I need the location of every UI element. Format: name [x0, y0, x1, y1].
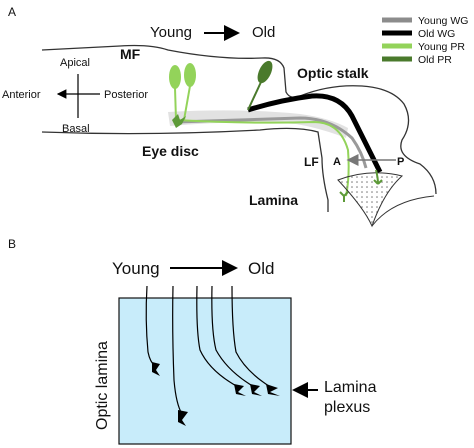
anterior-label: Anterior	[2, 89, 41, 101]
panel-b-young-label: Young	[112, 259, 160, 278]
lamina-growth-cone-1	[339, 191, 349, 202]
old-pr-stalk	[247, 81, 262, 111]
old-wg-path	[247, 93, 383, 174]
young-pr-cell-2	[184, 63, 196, 87]
panel-b-old-label: Old	[248, 259, 274, 278]
growth-cone-2	[178, 410, 188, 426]
legend-label-old-wg: Old WG	[418, 28, 455, 40]
legend-label-old-pr: Old PR	[418, 54, 452, 66]
axon-3	[196, 285, 241, 389]
legend-label-young-wg: Young WG	[418, 15, 468, 27]
optic-lamina-box	[118, 297, 292, 445]
legend: Young WG Old WG Young PR Old PR	[382, 15, 468, 66]
lamina-plexus-line-1: Lamina	[324, 379, 377, 396]
p-marker: P	[397, 156, 404, 168]
plexus-growth-cone-3	[266, 384, 280, 396]
axon-4	[211, 285, 257, 389]
young-pr-cell-1	[169, 65, 181, 89]
tissue-outline-lower	[41, 127, 329, 212]
optic-lamina-label: Optic lamina	[94, 341, 111, 430]
legend-label-young-pr: Young PR	[418, 41, 465, 53]
lamina-plexus-line-2: plexus	[324, 399, 370, 416]
basal-label: Basal	[62, 123, 90, 135]
lamina-label: Lamina	[249, 192, 298, 208]
plexus-growth-cone-2	[250, 384, 262, 396]
panel-b-label: B	[8, 237, 16, 251]
young-pr-axon	[175, 119, 350, 197]
axon-5	[231, 285, 273, 389]
apical-label: Apical	[60, 57, 90, 69]
mf-label: MF	[120, 46, 141, 62]
old-pr-axon	[375, 169, 379, 185]
growth-cone-1	[152, 362, 160, 376]
eye-disc-label: Eye disc	[142, 143, 199, 159]
lamina-region	[337, 172, 404, 228]
optic-stalk-label: Optic stalk	[297, 65, 369, 81]
lamina-plexus-label: Lamina plexus	[324, 379, 381, 416]
eye-disc-band	[168, 110, 348, 138]
lamina-lower	[371, 195, 435, 227]
young-pr-growth-cone	[172, 114, 186, 128]
young-wg-path	[175, 116, 368, 169]
panel-a-young-label: Young	[150, 24, 192, 41]
young-pr-stalk-2	[183, 85, 191, 121]
young-pr-stalk-1	[174, 87, 177, 121]
plexus-growth-cone-1	[234, 384, 246, 396]
lf-label: LF	[304, 155, 319, 169]
axon-2	[172, 285, 183, 415]
panel-a-old-label: Old	[252, 24, 275, 41]
a-marker: A	[333, 156, 341, 168]
tissue-outline	[41, 44, 437, 195]
old-pr-cell	[257, 60, 273, 84]
posterior-label: Posterior	[104, 89, 148, 101]
panel-a-label: A	[8, 5, 16, 19]
